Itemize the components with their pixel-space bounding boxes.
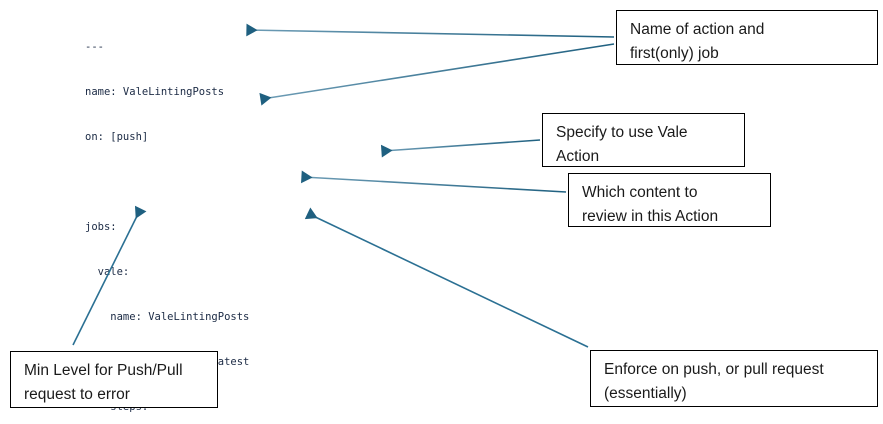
callout-line-1: Name of action and (630, 21, 765, 38)
code-line: vale: (85, 266, 130, 278)
callout-line-1: Min Level for Push/Pull (24, 362, 183, 379)
code-line: --- (85, 41, 104, 53)
code-line: name: ValeLintingPosts (85, 86, 225, 98)
callout-line-2: review in this Action (582, 208, 719, 225)
callout-min-level: Min Level for Push/Pull request to error (10, 351, 218, 408)
callout-line-2: request to error (24, 386, 130, 403)
callout-line-1: Enforce on push, or pull request (604, 361, 824, 378)
callout-which-content: Which content to review in this Action (568, 173, 771, 227)
code-line: on: [push] (85, 131, 149, 143)
callout-line-2: first(only) job (630, 45, 719, 62)
callout-line-1: Which content to (582, 184, 698, 201)
code-line: name: ValeLintingPosts (85, 311, 250, 323)
callout-line-1: Specify to use Vale (556, 124, 688, 141)
callout-enforce-on-push: Enforce on push, or pull request (essent… (590, 350, 878, 407)
callout-specify-vale-action: Specify to use Vale Action (542, 113, 745, 167)
callout-line-2: (essentially) (604, 385, 687, 402)
callout-name-of-action: Name of action and first(only) job (616, 10, 878, 65)
callout-line-2: Action (556, 148, 600, 165)
